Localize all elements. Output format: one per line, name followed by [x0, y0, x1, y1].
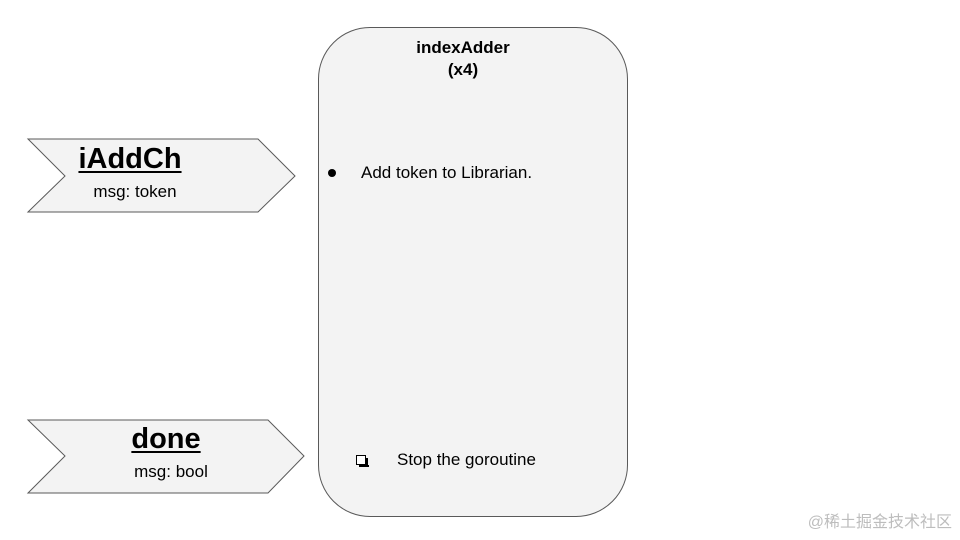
watermark-text: @稀土掘金技术社区: [807, 514, 952, 531]
channel-arrow-iaddch: [26, 138, 296, 213]
process-box: [318, 27, 628, 517]
process-title-name: indexAdder: [416, 38, 510, 57]
process-title-count: (x4): [447, 60, 479, 79]
channel-message-iaddch: msg: token: [93, 182, 177, 201]
process-item: Stop the goroutine: [356, 450, 536, 470]
channel-name-done: done: [131, 423, 201, 455]
channel-message-done: msg: bool: [134, 462, 208, 481]
process-item-text: Stop the goroutine: [397, 450, 536, 469]
channel-arrow-done: [26, 419, 305, 494]
dot-bullet-icon: [328, 169, 336, 177]
process-title: indexAdder (x4): [318, 37, 608, 81]
channel-name-iaddch: iAddCh: [78, 143, 182, 175]
process-item: Add token to Librarian.: [328, 163, 532, 183]
process-item-text: Add token to Librarian.: [361, 163, 533, 182]
box-bullet-icon: [356, 455, 369, 467]
